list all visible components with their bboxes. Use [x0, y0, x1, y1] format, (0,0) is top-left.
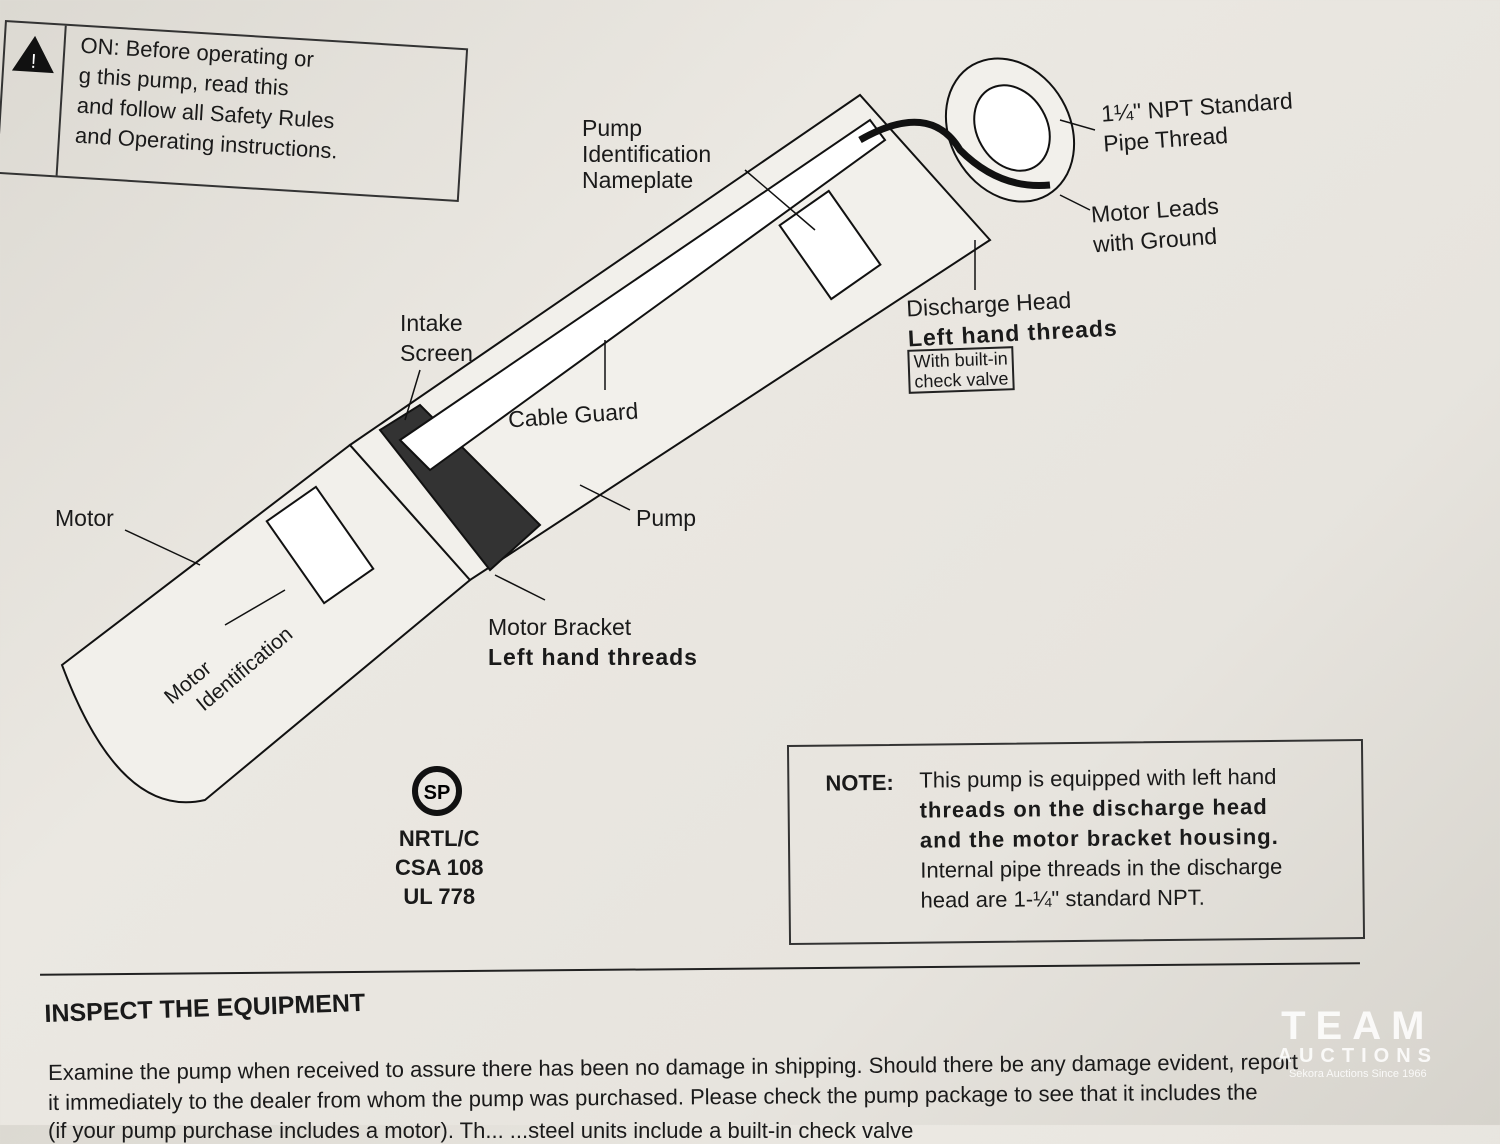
cable-guard: [398, 118, 887, 472]
csa-logo-icon: SP: [412, 766, 463, 816]
caution-box: ! ON: Before operating or g this pump, r…: [0, 20, 469, 203]
motor-leads: [858, 118, 1051, 190]
certification: SP NRTL/C CSA 108 UL 778: [395, 765, 483, 911]
label-motor-bracket: Motor Bracket Left hand threads: [488, 614, 698, 670]
label-discharge-head: Discharge Head Left hand threads: [905, 286, 1119, 352]
motor-body: [60, 443, 472, 804]
note-box: NOTE: This pump is equipped with left ha…: [786, 738, 1366, 946]
label-pump: Pump: [636, 505, 697, 531]
svg-text:SP: SP: [424, 782, 451, 804]
inspect-line-3: (if your pump purchase includes a motor)…: [48, 1118, 914, 1143]
watermark-logo: TEAM AUCTIONS Sekora Auctions Since 1966: [1277, 1004, 1438, 1080]
note-text: This pump is equipped with left hand thr…: [919, 763, 1283, 913]
label-motor: Motor: [55, 505, 114, 531]
warning-triangle-icon: !: [11, 35, 54, 74]
note-key: NOTE:: [825, 769, 894, 796]
svg-text:!: !: [30, 51, 37, 73]
